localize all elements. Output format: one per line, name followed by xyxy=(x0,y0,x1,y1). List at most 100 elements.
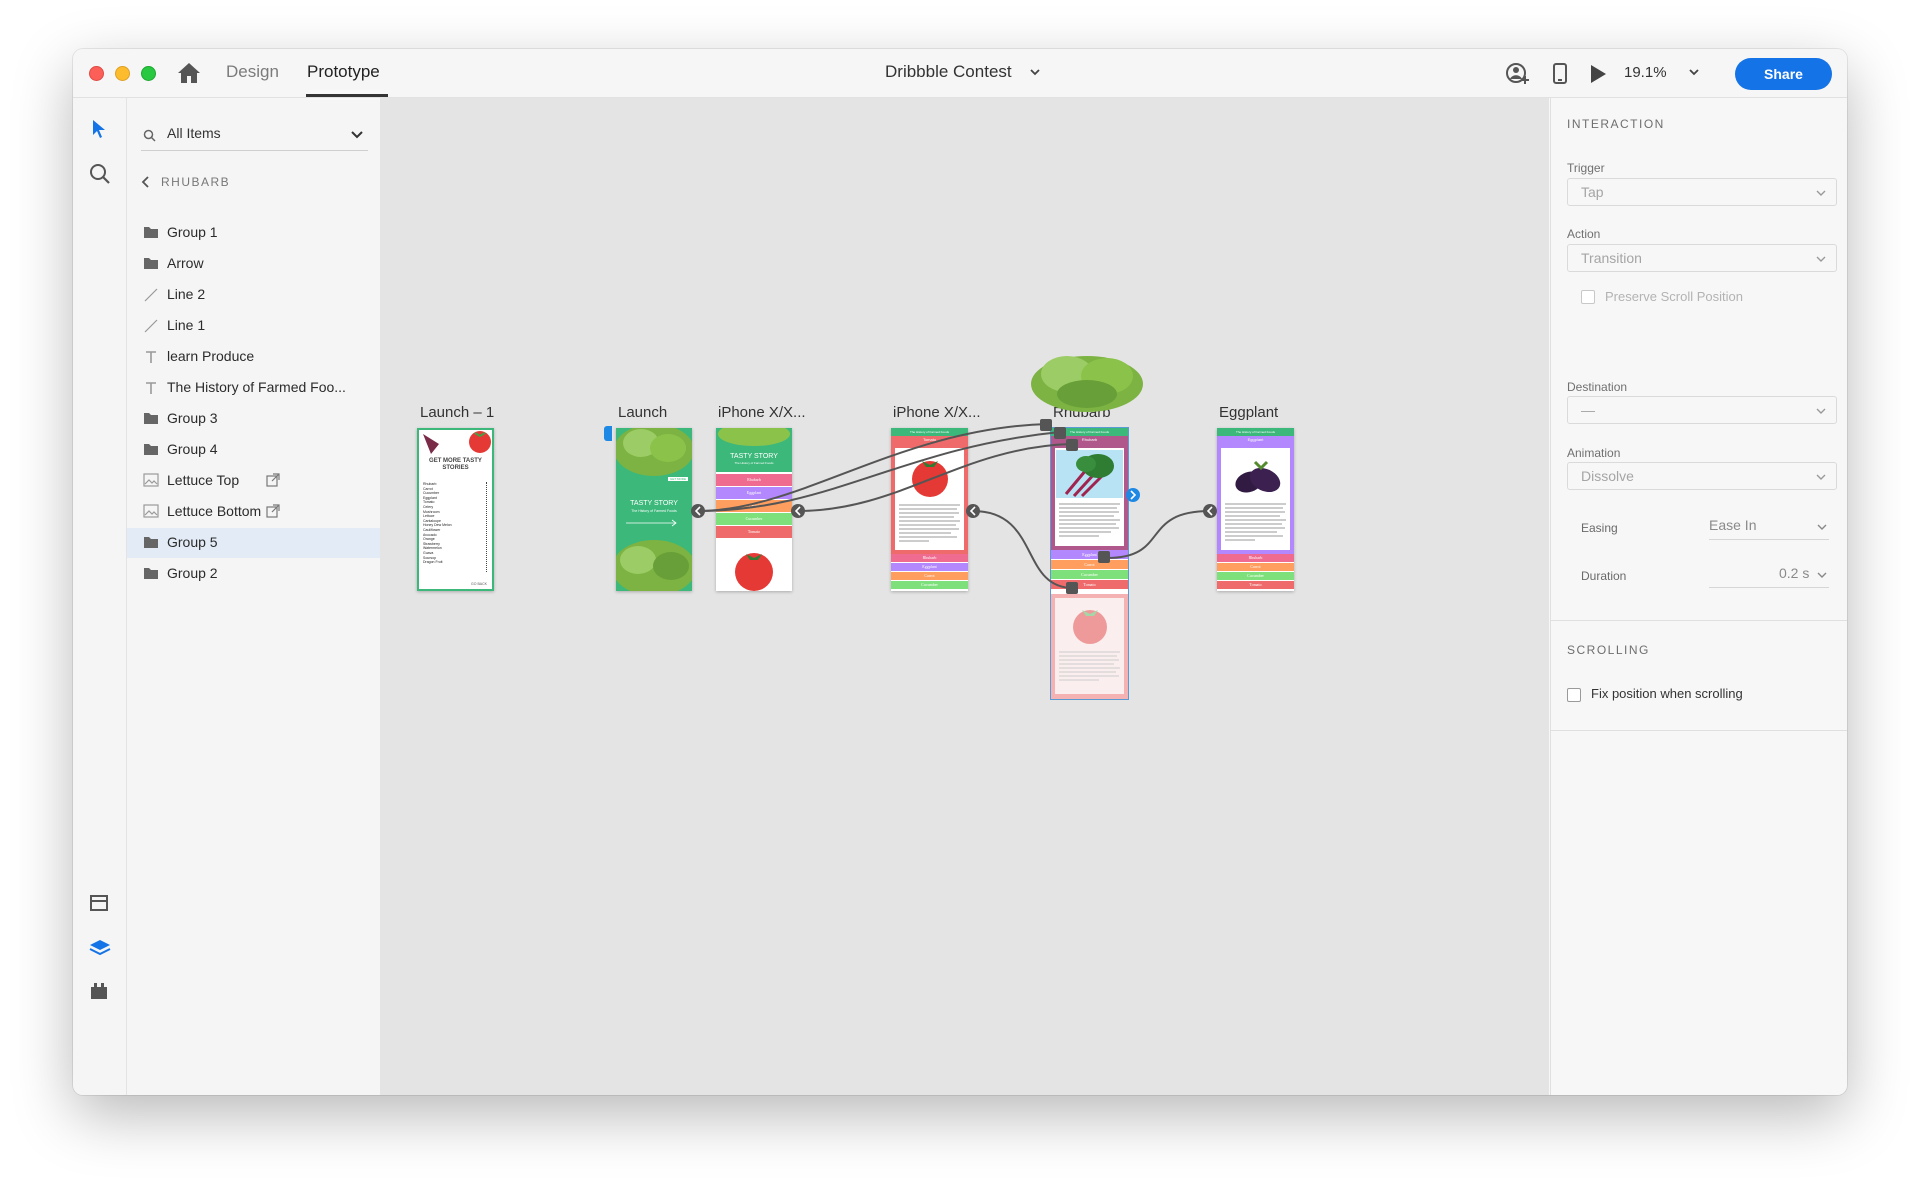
band-eggplant[interactable]: Eggplant xyxy=(716,487,792,499)
layer-item[interactable]: Group 1 xyxy=(127,218,380,248)
layer-item[interactable]: Group 5 xyxy=(127,528,380,558)
tab-prototype[interactable]: Prototype xyxy=(307,62,380,81)
interaction-wires[interactable] xyxy=(380,98,1549,1095)
produce-list-item[interactable]: Eggplant xyxy=(423,495,437,500)
produce-list-item[interactable]: Lettuce xyxy=(423,514,435,519)
produce-list-item[interactable]: Strawberry xyxy=(423,541,440,546)
home-icon[interactable] xyxy=(177,62,201,84)
action-select[interactable]: Transition xyxy=(1567,244,1837,272)
artboard-label[interactable]: Launch – 1 xyxy=(420,404,495,421)
artboard-label[interactable]: Eggplant xyxy=(1219,404,1279,421)
band-tomato[interactable]: Tomato xyxy=(1051,580,1128,589)
easing-select[interactable]: Ease In xyxy=(1709,515,1829,540)
share-for-review-icon[interactable] xyxy=(1505,62,1531,86)
band-rhubarb[interactable]: Rhubarb xyxy=(891,554,968,562)
produce-list-item[interactable]: Avocado xyxy=(423,532,437,537)
fix-position-checkbox[interactable] xyxy=(1567,688,1581,702)
band-carrot[interactable]: Carrot xyxy=(1051,560,1128,569)
share-button[interactable]: Share xyxy=(1735,58,1832,90)
go-back-link[interactable]: GO BACK xyxy=(471,582,487,586)
wire-handle[interactable] xyxy=(1066,439,1078,451)
get-more-badge[interactable]: GET MORE xyxy=(668,477,688,481)
wire-handle[interactable] xyxy=(1066,582,1078,594)
produce-list-item[interactable]: Watermelon xyxy=(423,546,442,551)
artboard-eggplant[interactable]: The History of Farmed Foods Eggplant Rhu… xyxy=(1217,428,1294,591)
artboard-label[interactable]: iPhone X/X... xyxy=(718,404,806,421)
plugins-icon[interactable] xyxy=(89,981,109,1001)
layer-item[interactable]: Arrow xyxy=(127,249,380,279)
layer-item[interactable]: Lettuce Top xyxy=(127,466,380,496)
duration-select[interactable]: 0.2 s xyxy=(1709,563,1829,588)
destination-select[interactable]: — xyxy=(1567,396,1837,424)
preserve-scroll-checkbox[interactable] xyxy=(1581,290,1595,304)
wire-handle[interactable] xyxy=(1098,551,1110,563)
layer-search[interactable]: All Items xyxy=(141,120,368,151)
produce-list-item[interactable]: Carrot xyxy=(423,486,433,491)
trigger-select[interactable]: Tap xyxy=(1567,178,1837,206)
lettuce-image[interactable] xyxy=(1027,344,1147,414)
search-icon[interactable] xyxy=(89,163,111,185)
band-cucumber[interactable]: Cucumber xyxy=(891,581,968,589)
wire-handle[interactable] xyxy=(1054,427,1066,439)
chevron-left-icon[interactable] xyxy=(141,176,151,188)
produce-list-item[interactable]: Soursop xyxy=(423,555,437,560)
band-cucumber[interactable]: Cucumber xyxy=(1217,572,1294,580)
chevron-down-icon[interactable] xyxy=(350,128,364,142)
artboard-iphone-2[interactable]: The History of Farmed Foods Tomato Rhuba… xyxy=(891,428,968,591)
document-title[interactable]: Dribbble Contest xyxy=(885,62,1012,81)
chevron-down-icon[interactable] xyxy=(1687,65,1701,79)
home-artboard-marker[interactable] xyxy=(604,426,612,441)
band-tomato[interactable]: Tomato xyxy=(1217,581,1294,589)
layer-item[interactable]: Group 3 xyxy=(127,404,380,434)
layer-item[interactable]: Lettuce Bottom xyxy=(127,497,380,527)
artboard-label[interactable]: Launch xyxy=(618,404,668,421)
device-preview-icon[interactable] xyxy=(1552,62,1568,86)
minimize-window-button[interactable] xyxy=(115,66,130,81)
layer-filter-label[interactable]: All Items xyxy=(167,125,221,141)
band-cucumber[interactable]: Cucumber xyxy=(716,513,792,525)
produce-list-item[interactable]: Cauliflower xyxy=(423,527,441,532)
artboard-launch[interactable]: TASTY STORY The History of Farmed Foods … xyxy=(616,428,692,591)
band-tomato[interactable]: Tomato xyxy=(716,526,792,538)
layer-item[interactable]: Group 4 xyxy=(127,435,380,465)
produce-list-item[interactable]: Dragon Fruit xyxy=(423,560,443,565)
band-cucumber[interactable]: Cucumber xyxy=(1051,570,1128,579)
produce-list-item[interactable]: Orange xyxy=(423,537,435,542)
layer-item[interactable]: learn Produce xyxy=(127,342,380,372)
close-window-button[interactable] xyxy=(89,66,104,81)
chevron-down-icon[interactable] xyxy=(1028,65,1042,79)
produce-list-item[interactable]: Celery xyxy=(423,504,434,509)
produce-list-item[interactable]: Rhubarb xyxy=(423,482,437,486)
artboard-label[interactable]: iPhone X/X... xyxy=(893,404,981,421)
select-tool-icon[interactable] xyxy=(89,118,109,140)
artboard-rhubarb[interactable]: The History of Farmed Foods Rhubarb Eggp… xyxy=(1051,428,1128,699)
produce-list-item[interactable]: Mushroom xyxy=(423,509,440,514)
layer-item[interactable]: Group 2 xyxy=(127,559,380,589)
external-link-icon[interactable] xyxy=(266,504,280,523)
wire-handle[interactable] xyxy=(1040,419,1052,431)
band-rhubarb[interactable]: Rhubarb xyxy=(716,474,792,486)
animation-select[interactable]: Dissolve xyxy=(1567,462,1837,490)
band-rhubarb[interactable]: Rhubarb xyxy=(1217,554,1294,562)
layer-item[interactable]: The History of Farmed Foo... xyxy=(127,373,380,403)
layer-item[interactable]: Line 2 xyxy=(127,280,380,310)
play-icon[interactable] xyxy=(1589,64,1607,84)
produce-list-item[interactable]: Cantaloupe xyxy=(423,518,441,523)
band-eggplant[interactable]: Eggplant xyxy=(891,563,968,571)
produce-list-item[interactable]: Guava xyxy=(423,550,434,555)
canvas[interactable]: Launch – 1 Launch iPhone X/X... iPhone X… xyxy=(380,98,1549,1095)
layers-icon[interactable] xyxy=(89,938,111,958)
produce-list-item[interactable]: Honey Dew Melon xyxy=(423,523,452,528)
zoom-level[interactable]: 19.1% xyxy=(1624,64,1667,81)
zoom-window-button[interactable] xyxy=(141,66,156,81)
produce-list-item[interactable]: Cucumber xyxy=(423,491,440,496)
produce-list-item[interactable]: Tomato xyxy=(423,500,435,505)
band-eggplant[interactable]: Eggplant xyxy=(1051,550,1128,559)
band-carrot[interactable]: Carrot xyxy=(1217,563,1294,571)
layer-item[interactable]: Line 1 xyxy=(127,311,380,341)
band-carrot[interactable]: Carrot xyxy=(891,572,968,580)
external-link-icon[interactable] xyxy=(266,473,280,492)
tab-design[interactable]: Design xyxy=(226,62,279,81)
assets-icon[interactable] xyxy=(89,893,109,913)
